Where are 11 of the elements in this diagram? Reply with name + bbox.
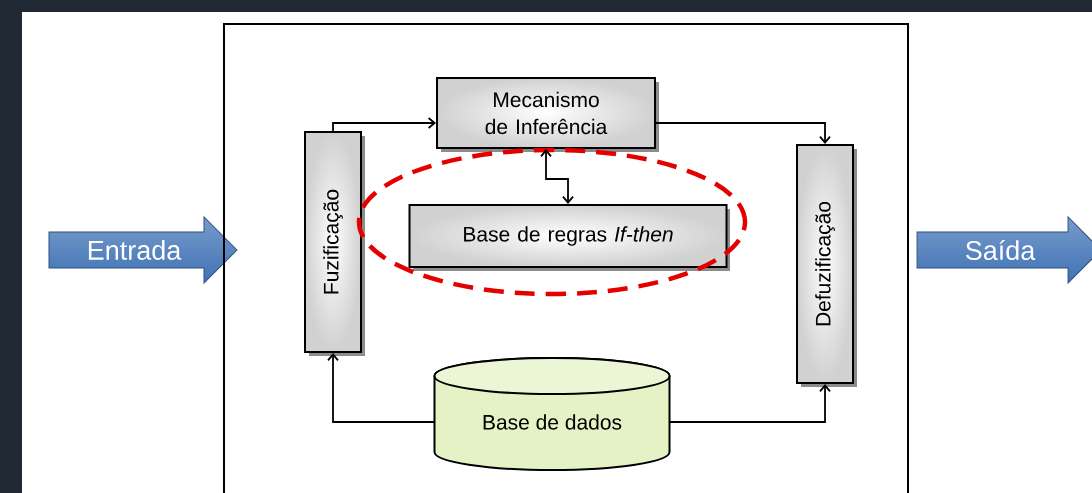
database-cylinder: Base de dados xyxy=(433,357,671,471)
outer-frame xyxy=(223,23,909,493)
process-box: Fuzificação xyxy=(304,131,365,356)
arrow xyxy=(327,353,436,423)
process-box: Base de regras If-then xyxy=(408,204,730,271)
arrow xyxy=(668,384,831,423)
process-box: Defuzificação xyxy=(796,144,857,387)
process-box: Mecanismo de Inferência xyxy=(436,77,659,152)
arrow xyxy=(540,149,574,204)
arrow xyxy=(332,117,436,132)
arrow xyxy=(655,122,831,144)
